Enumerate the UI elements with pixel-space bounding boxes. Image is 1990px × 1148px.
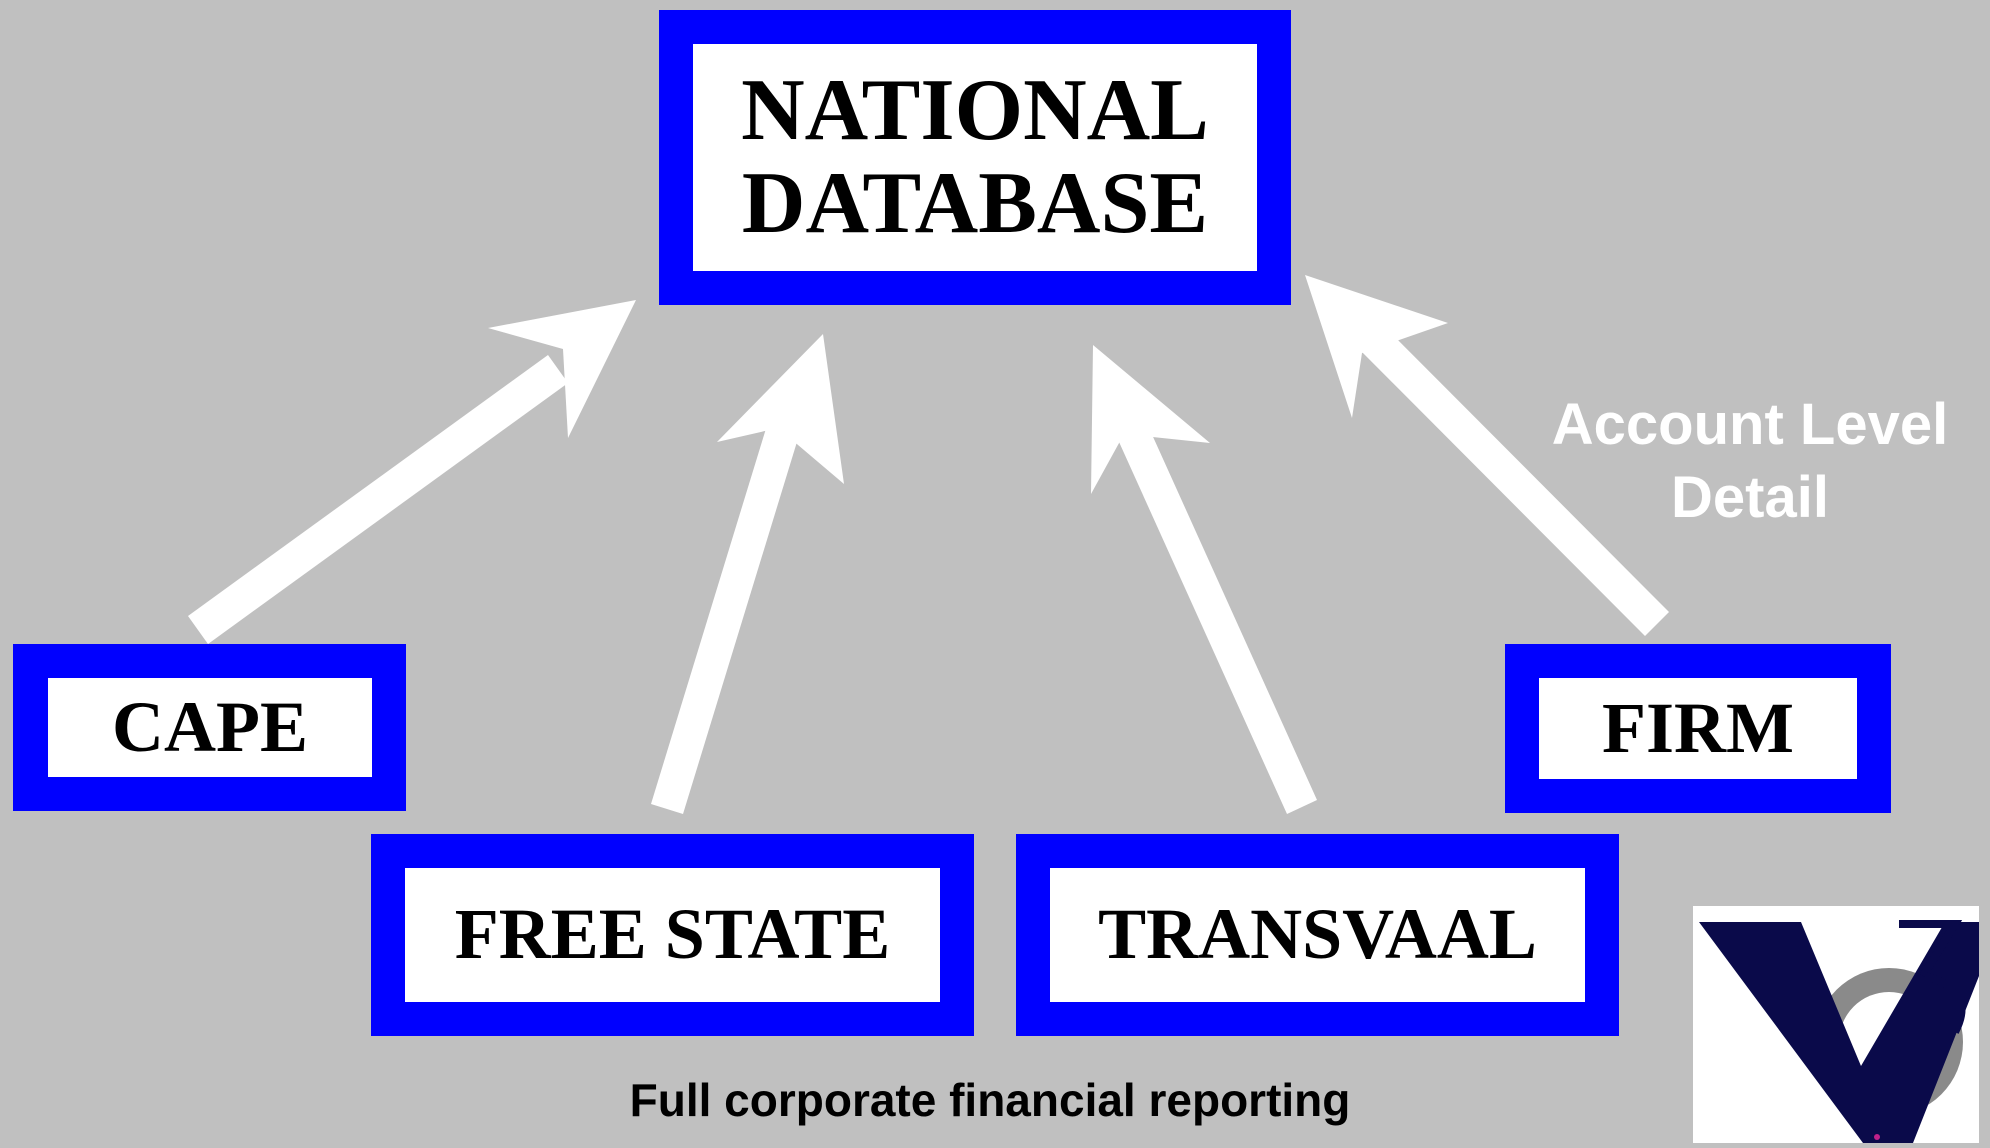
account-level-detail-note: Account Level Detail (1551, 392, 1949, 530)
v3-logo (1693, 906, 1979, 1143)
arrow-transvaal-to-national (1091, 345, 1317, 814)
caption: Full corporate financial reporting (629, 1074, 1351, 1126)
arrow-firm-to-national (1305, 275, 1669, 636)
firm-label: FIRM (1539, 678, 1857, 779)
free-state-box: FREE STATE (371, 834, 974, 1036)
free-state-label: FREE STATE (405, 868, 940, 1002)
arrow-free-state-to-national (651, 334, 844, 814)
arrow-cape-to-national (188, 300, 636, 644)
cape-box: CAPE (13, 644, 406, 811)
v3-logo-icon (1699, 920, 1979, 1143)
national-database-label: NATIONAL DATABASE (693, 44, 1257, 271)
transvaal-label: TRANSVAAL (1050, 868, 1585, 1002)
national-database-box: NATIONAL DATABASE (659, 10, 1291, 305)
cape-label: CAPE (48, 678, 372, 777)
transvaal-box: TRANSVAAL (1016, 834, 1619, 1036)
firm-box: FIRM (1505, 644, 1891, 813)
